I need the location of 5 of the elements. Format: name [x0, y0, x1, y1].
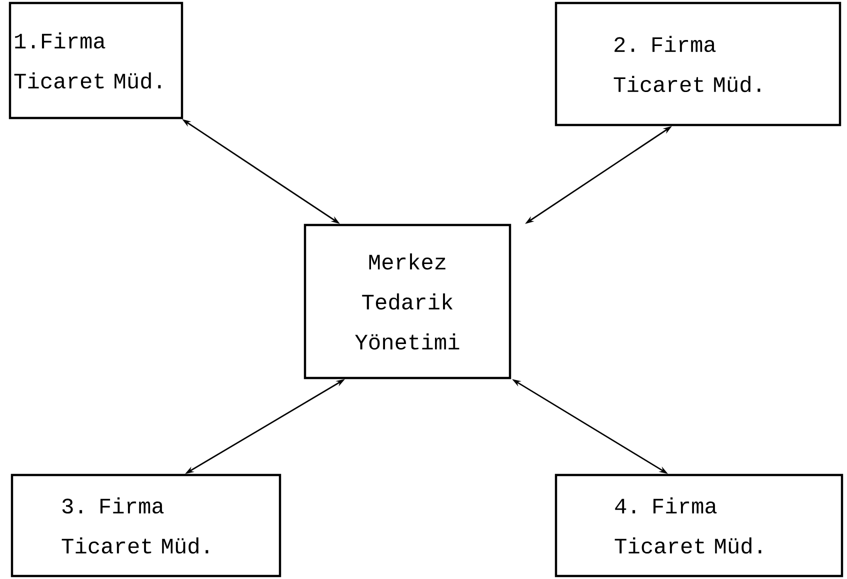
process-box: 4. Firma Ticaret Müd.	[554, 474, 844, 578]
process-box: 3. Firma Ticaret Müd.	[10, 474, 282, 578]
process-box: 1.Firma Ticaret Müd.	[8, 2, 184, 120]
process-box: 2. Firma Ticaret Müd.	[554, 2, 842, 126]
process-box: Merkez Tedarik Yönetimi	[304, 224, 512, 380]
